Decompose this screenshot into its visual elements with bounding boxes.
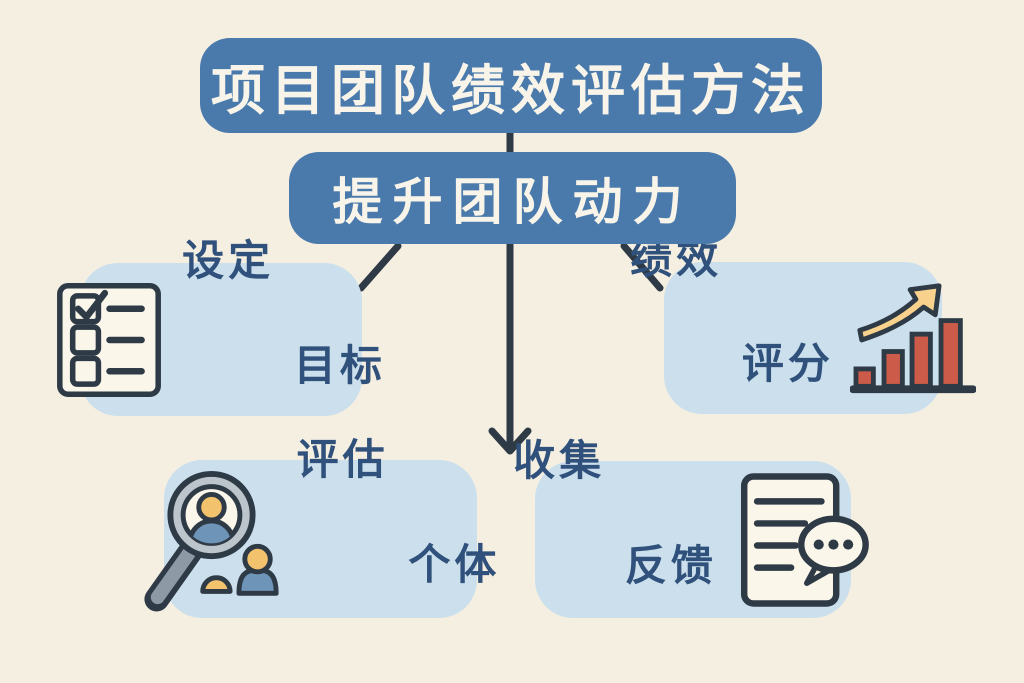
- document-chat-icon: [740, 472, 869, 607]
- node-collect-feedback: 收集 反馈: [513, 436, 869, 618]
- node-collect-feedback-line2: 反馈: [624, 540, 717, 590]
- node-performance-rating: 绩效 评分: [630, 234, 976, 414]
- node-collect-feedback-line1: 收集: [513, 435, 606, 485]
- checklist-icon: [57, 282, 162, 397]
- node-set-goals-line2: 目标: [293, 340, 386, 390]
- subtitle-text: 提升团队动力: [332, 173, 693, 231]
- node-set-goals: 设定 目标: [57, 236, 382, 416]
- node-assess-individuals-label: 评估 个体: [297, 434, 501, 644]
- subtitle-banner: 提升团队动力: [289, 152, 736, 244]
- magnifier-people-icon: [144, 470, 279, 611]
- connector-subtitle-left: [357, 242, 402, 292]
- node-assess-individuals-line2: 个体: [408, 540, 501, 589]
- node-assess-individuals: 评估 个体: [144, 435, 496, 618]
- node-collect-feedback-label: 收集 反馈: [513, 435, 717, 645]
- arrowhead-down-icon: [488, 427, 532, 455]
- connector-subtitle-right: [620, 242, 664, 292]
- node-performance-rating-label: 绩效 评分: [630, 233, 834, 443]
- node-performance-rating-line2: 评分: [741, 339, 834, 388]
- node-assess-individuals-line1: 评估: [296, 435, 389, 484]
- rising-bar-chart-icon: [849, 283, 976, 394]
- node-set-goals-label: 设定 目标: [182, 235, 386, 445]
- node-set-goals-line1: 设定: [182, 235, 275, 285]
- title-banner: 项目团队绩效评估方法: [200, 38, 822, 133]
- title-text: 项目团队绩效评估方法: [211, 59, 811, 122]
